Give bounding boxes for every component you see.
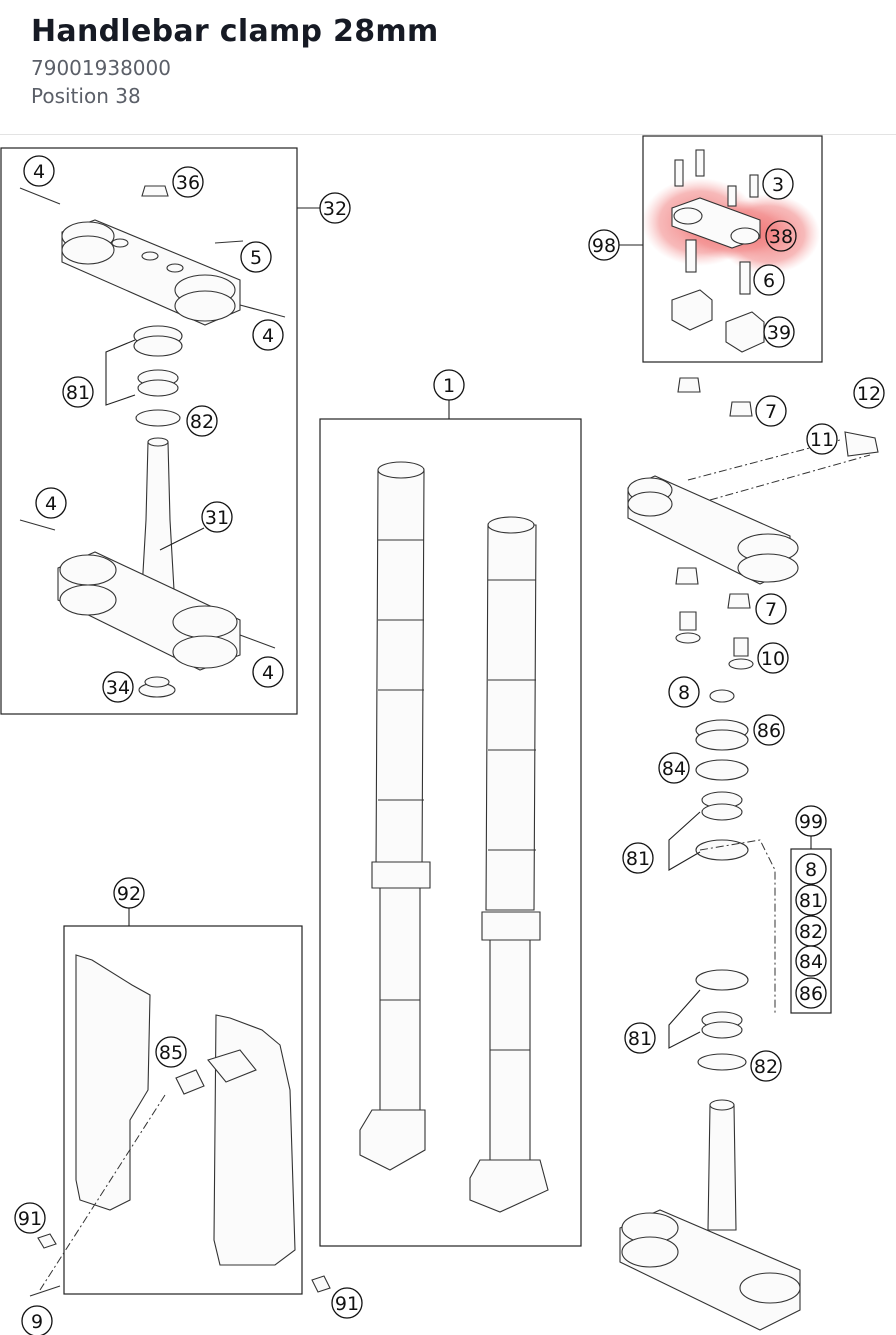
callout-label-10: 10 (761, 648, 785, 670)
callout-label-1: 1 (443, 375, 455, 397)
upper-triple-clamp-box (0, 147, 298, 715)
callout-label-82: 82 (190, 411, 214, 433)
callout-label-11: 11 (810, 429, 834, 451)
callout-circle-8[interactable] (668, 676, 700, 708)
callout-label-91: 91 (18, 1208, 42, 1230)
page-title: Handlebar clamp 28mm (31, 14, 439, 49)
callout-circle-92[interactable] (113, 877, 145, 909)
callout-circle-4[interactable] (252, 319, 284, 351)
callout-label-81: 81 (799, 890, 823, 912)
callout-circle-8[interactable] (795, 853, 827, 885)
part-drawings (19, 149, 879, 1331)
callout-label-99: 99 (799, 811, 823, 833)
callout-label-86: 86 (757, 720, 781, 742)
callout-circle-99[interactable] (795, 805, 827, 837)
callout-label-86: 86 (799, 983, 823, 1005)
callout-label-32: 32 (323, 198, 347, 220)
callout-label-8: 8 (678, 682, 690, 704)
callout-label-5: 5 (250, 247, 262, 269)
callout-label-36: 36 (176, 172, 200, 194)
callout-circle-31[interactable] (201, 501, 233, 533)
callout-label-98: 98 (592, 235, 616, 257)
callout-label-4: 4 (262, 662, 274, 684)
callout-circle-36[interactable] (172, 166, 204, 198)
callout-circle-91[interactable] (14, 1202, 46, 1234)
callout-label-85: 85 (159, 1042, 183, 1064)
callout-label-39: 39 (767, 322, 791, 344)
callout-label-82: 82 (799, 921, 823, 943)
callout-label-4: 4 (33, 161, 45, 183)
callout-label-91: 91 (335, 1293, 359, 1315)
callout-circle-39[interactable] (763, 316, 795, 348)
handlebar-clamp-box (642, 135, 823, 363)
part-number: 79001938000 (31, 56, 171, 80)
callout-circle-32[interactable] (319, 192, 351, 224)
callout-label-34: 34 (106, 677, 130, 699)
callout-label-3: 3 (772, 174, 784, 196)
callout-label-6: 6 (763, 270, 775, 292)
callout-circle-9[interactable] (21, 1305, 53, 1335)
callout-circle-38[interactable] (765, 220, 797, 252)
callout-label-31: 31 (205, 507, 229, 529)
exploded-parts-diagram: 4363254818243143419833863971211710886848… (0, 135, 885, 1335)
callout-label-4: 4 (262, 325, 274, 347)
callout-circle-86[interactable] (795, 977, 827, 1009)
callout-label-9: 9 (31, 1311, 43, 1333)
callout-label-8: 8 (805, 859, 817, 881)
callout-label-82: 82 (754, 1056, 778, 1078)
callout-label-7: 7 (765, 599, 777, 621)
callout-circle-84[interactable] (658, 752, 690, 784)
callout-circle-84[interactable] (795, 945, 827, 977)
fork-legs-box (319, 418, 582, 1247)
callout-circle-34[interactable] (102, 671, 134, 703)
callout-label-81: 81 (66, 382, 90, 404)
callout-circle-82[interactable] (186, 405, 218, 437)
callout-circle-86[interactable] (753, 714, 785, 746)
callout-circle-81[interactable] (622, 842, 654, 874)
callout-circle-81[interactable] (624, 1022, 656, 1054)
callout-label-84: 84 (799, 951, 823, 973)
callout-label-81: 81 (628, 1028, 652, 1050)
callout-circle-81[interactable] (795, 884, 827, 916)
callout-label-38: 38 (769, 226, 793, 248)
callout-label-81: 81 (626, 848, 650, 870)
callout-circle-7[interactable] (755, 593, 787, 625)
callout-circle-3[interactable] (762, 168, 794, 200)
position-label: Position 38 (31, 84, 141, 108)
callout-circle-82[interactable] (750, 1050, 782, 1082)
page-header: Handlebar clamp 28mm 79001938000 Positio… (0, 0, 896, 135)
callout-circle-11[interactable] (806, 423, 838, 455)
callout-label-4: 4 (45, 493, 57, 515)
callout-circle-98[interactable] (588, 229, 620, 261)
callout-circle-1[interactable] (433, 369, 465, 401)
callout-circle-12[interactable] (853, 377, 885, 409)
fork-guard-box (63, 925, 303, 1295)
callout-circle-4[interactable] (252, 656, 284, 688)
callout-circle-91[interactable] (331, 1287, 363, 1319)
callout-circle-7[interactable] (755, 395, 787, 427)
callout-circle-85[interactable] (155, 1036, 187, 1068)
callout-circle-81[interactable] (62, 376, 94, 408)
callout-circle-4[interactable] (23, 155, 55, 187)
callout-label-12: 12 (857, 383, 881, 405)
callout-circle-5[interactable] (240, 241, 272, 273)
leader-lines (105, 207, 812, 1049)
callout-circle-6[interactable] (753, 264, 785, 296)
callout-circle-10[interactable] (757, 642, 789, 674)
callout-label-92: 92 (117, 883, 141, 905)
callout-label-84: 84 (662, 758, 686, 780)
callout-label-7: 7 (765, 401, 777, 423)
callout-circle-4[interactable] (35, 487, 67, 519)
